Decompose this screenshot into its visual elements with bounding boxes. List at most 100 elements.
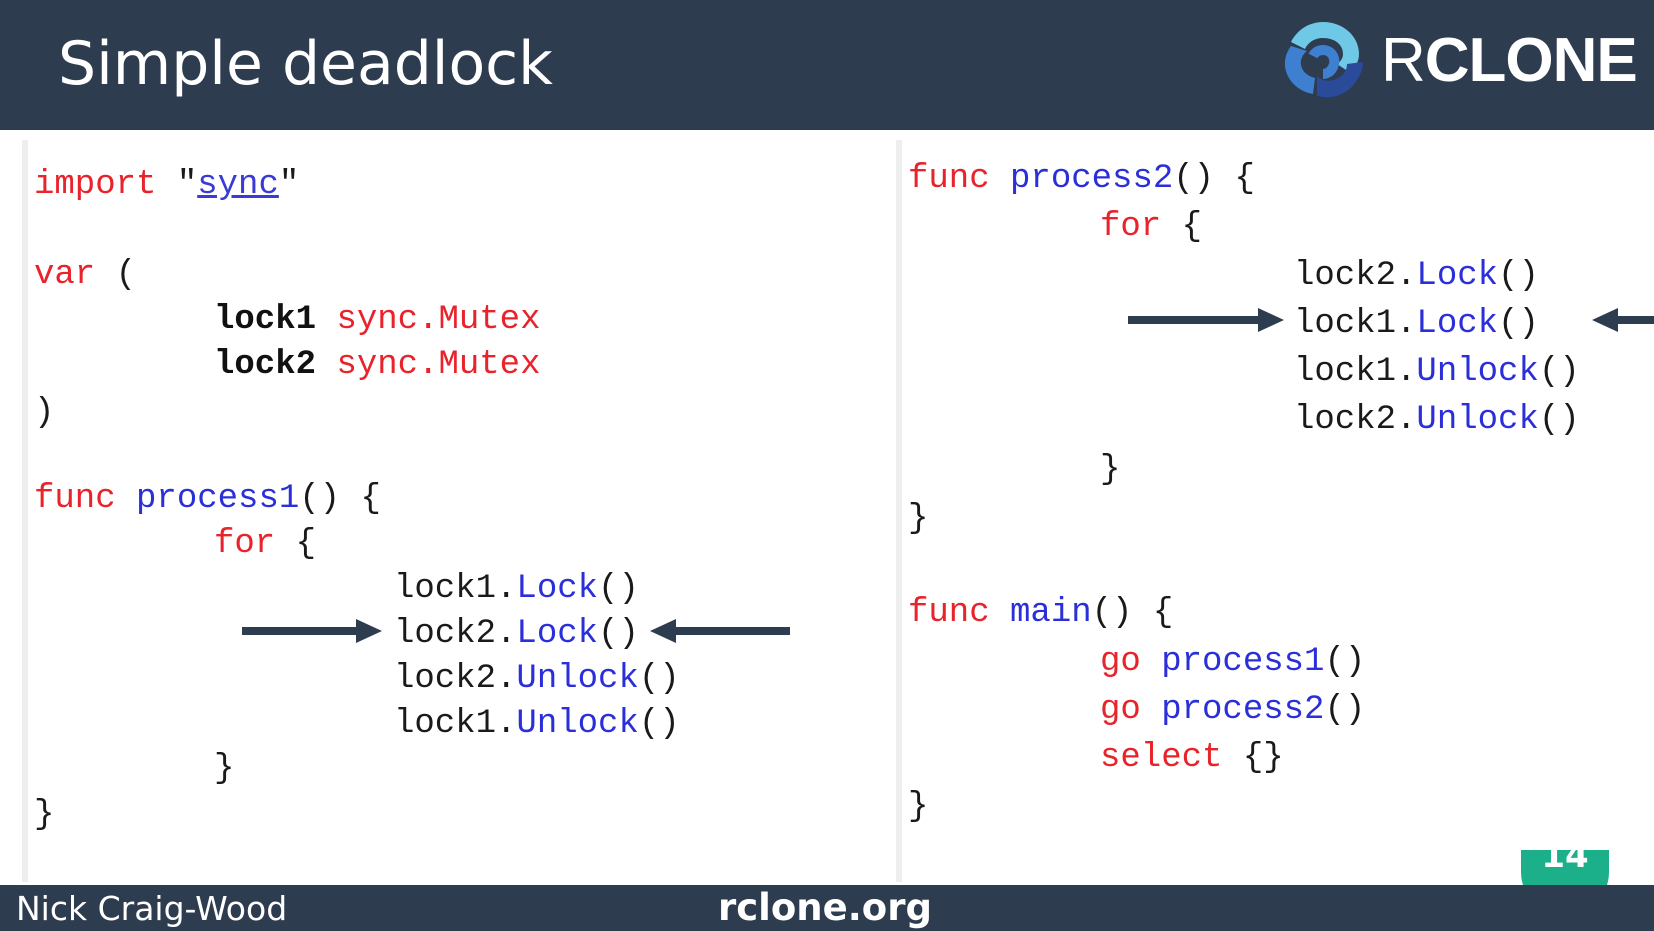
code-line-lock2-unlock: lock2.Unlock() [1294,397,1580,440]
receiver-lock1: lock1. [394,570,517,608]
keyword-for: for [1100,208,1162,246]
import-package-link[interactable]: sync [197,166,279,204]
func-signature: () { [1173,160,1255,198]
call-parens: () [1498,257,1539,295]
keyword-func: func [908,160,990,198]
method-unlock: Unlock [1416,353,1539,391]
arrow-right-icon [1128,308,1284,332]
func-name-process2: process2 [1010,160,1174,198]
code-line-lock1-lock: lock1.Lock() [1294,301,1539,344]
code-line-lock2-decl: lock2 sync.Mutex [214,342,540,385]
code-line-func-close: } [908,496,928,539]
code-line-func-process1: func process1() { [34,476,381,519]
code-line-lock2-lock: lock2.Lock() [1294,253,1539,296]
keyword-go: go [1100,643,1141,681]
footer-site-link[interactable]: rclone.org [718,886,932,929]
code-line-lock2-lock: lock2.Lock() [394,611,639,654]
brace-close: } [908,500,929,538]
slide-content: import "sync" var ( lock1 sync.Mutex loc… [0,130,1654,885]
keyword-import: import [34,166,157,204]
code-line-var: var ( [34,252,136,295]
code-line-go-process2: go process2() [1100,687,1365,730]
for-brace: { [1161,208,1203,246]
keyword-go: go [1100,691,1141,729]
call-parens: () [638,705,680,743]
code-line-lock1-decl: lock1 sync.Mutex [214,297,540,340]
code-line-for: for { [1100,204,1202,247]
keyword-select: select [1100,739,1223,777]
for-brace: { [275,525,317,563]
code-line-for: for { [214,521,316,564]
method-lock: Lock [1416,257,1499,295]
code-line-main-close: } [908,784,928,827]
method-lock: Lock [516,615,599,653]
arrow-right-icon [242,619,382,643]
keyword-func: func [34,480,116,518]
receiver-lock1: lock1. [394,705,517,743]
call-parens: () [598,615,639,653]
rclone-logo: RCLONE [1277,16,1647,108]
func-signature: () { [1091,594,1174,632]
rclone-logo-text: RCLONE [1381,26,1638,96]
receiver-lock1: lock1. [1294,305,1417,343]
brace-close: } [908,788,929,826]
select-body: {} [1222,739,1284,777]
arrow-left-icon [1592,308,1654,332]
slide-header: Simple deadlock RCLONE [0,0,1654,130]
type-sync-mutex: sync.Mutex [336,301,541,339]
call-parens: () [1538,401,1580,439]
var-name-lock2: lock2 [214,346,317,384]
logo-text-r: R [1381,26,1426,95]
code-line-func-main: func main() { [908,590,1173,633]
method-unlock: Unlock [1416,401,1539,439]
receiver-lock2: lock2. [394,660,517,698]
import-quote-close: " [278,166,300,204]
receiver-lock1: lock1. [1294,353,1417,391]
method-unlock: Unlock [516,705,639,743]
rclone-logo-icon [1284,22,1363,98]
brace-close: } [214,750,235,788]
call-parens: () [1538,353,1580,391]
code-panel-right: func process2() { for { lock2.Lock() loc… [896,140,1654,882]
keyword-var: var [34,256,96,294]
func-name-main: main [1010,594,1092,632]
func-signature: () { [299,480,381,518]
call-parens: () [638,660,680,698]
code-line-lock2-unlock: lock2.Unlock() [394,656,680,699]
footer-author: Nick Craig-Wood [16,889,288,928]
var-name-lock1: lock1 [214,301,317,339]
receiver-lock2: lock2. [1294,401,1417,439]
code-line-lock1-unlock: lock1.Unlock() [394,701,680,744]
call-process2: process2 [1161,691,1325,729]
code-line-func-process2: func process2() { [908,156,1255,199]
code-line-lock1-unlock: lock1.Unlock() [1294,349,1580,392]
code-line-for-close: } [1100,447,1120,490]
var-paren-open: ( [95,256,137,294]
call-parens: () [1324,643,1366,681]
code-line-go-process1: go process1() [1100,639,1365,682]
var-paren-close: ) [34,394,55,432]
code-line-func-close: } [34,792,54,835]
code-line-var-close: ) [34,390,54,433]
call-parens: () [1498,305,1539,343]
method-unlock: Unlock [516,660,639,698]
logo-text-rest: CLONE [1424,26,1638,95]
slide-title: Simple deadlock [58,29,553,99]
receiver-lock2: lock2. [1294,257,1417,295]
brace-close: } [1100,451,1121,489]
receiver-lock2: lock2. [394,615,517,653]
slide-footer: Nick Craig-Wood rclone.org [0,885,1654,931]
brace-close: } [34,796,55,834]
call-parens: () [598,570,639,608]
code-panel-left: import "sync" var ( lock1 sync.Mutex loc… [22,140,888,882]
code-line-select: select {} [1100,735,1284,778]
call-parens: () [1324,691,1366,729]
code-line-import: import "sync" [34,162,299,205]
code-line-for-close: } [214,746,234,789]
method-lock: Lock [1416,305,1499,343]
keyword-for: for [214,525,276,563]
keyword-func: func [908,594,990,632]
page-number: 14 [1541,850,1589,876]
func-name-process1: process1 [136,480,300,518]
method-lock: Lock [516,570,599,608]
